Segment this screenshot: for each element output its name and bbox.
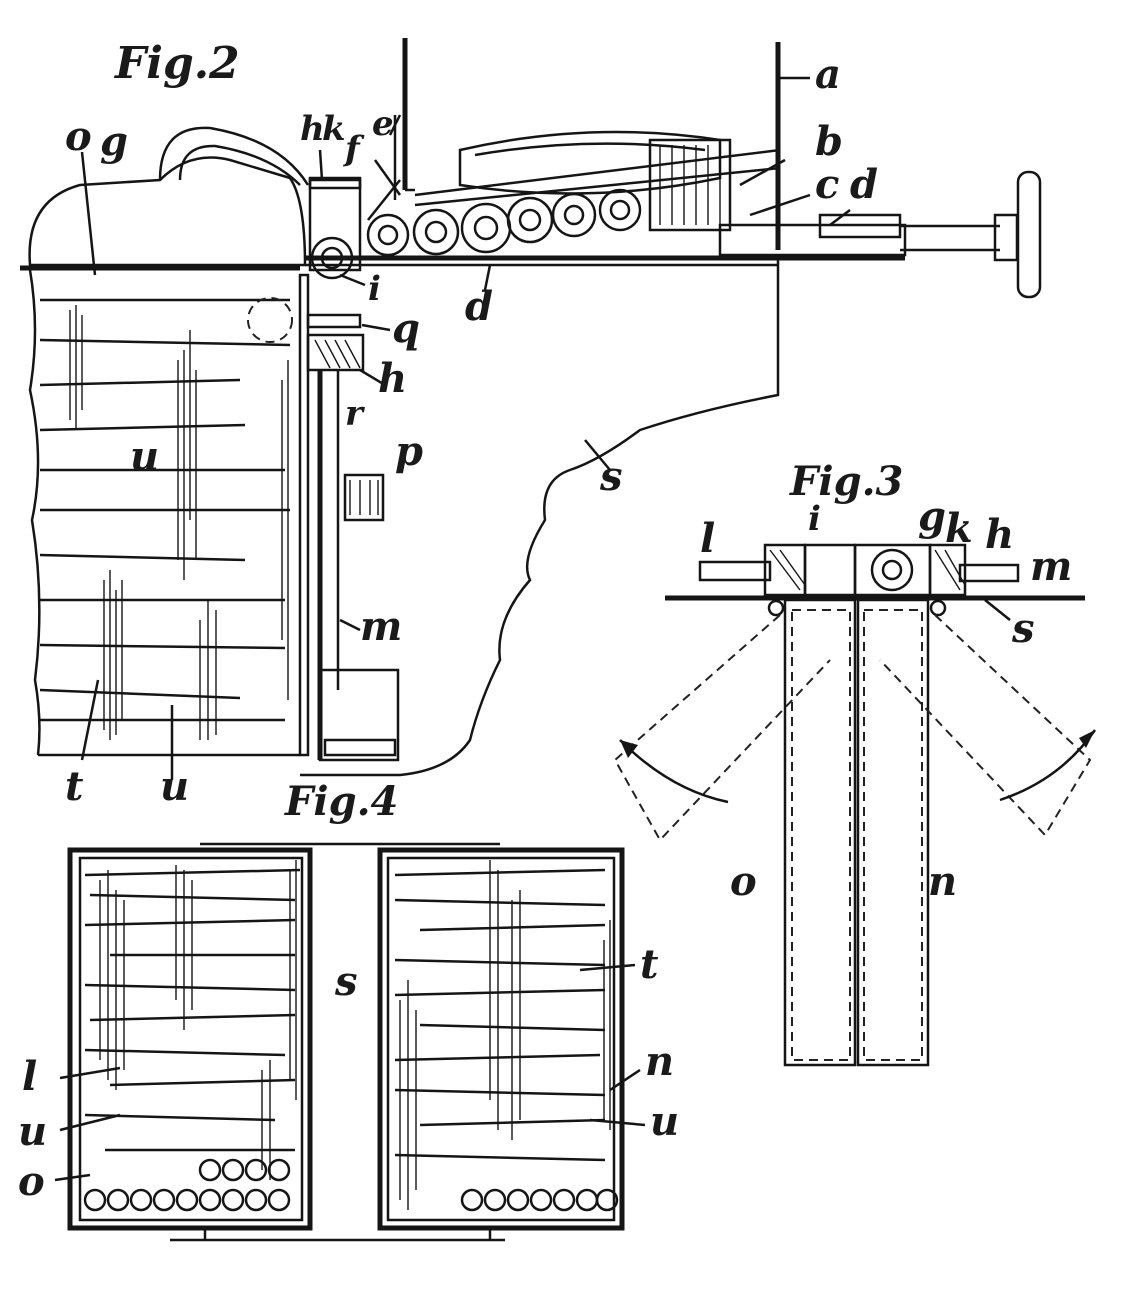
label-d-lower: d: [465, 283, 493, 330]
figure-2: [20, 38, 1042, 780]
label-u-fig4-right: u: [650, 1098, 679, 1145]
label-c: c: [815, 161, 839, 208]
label-s-fig2: s: [599, 453, 623, 500]
label-u-fig2-upper: u: [130, 433, 159, 480]
label-s-fig4: s: [334, 958, 358, 1005]
label-o-fig2: o: [65, 113, 92, 160]
label-o-fig3: o: [730, 858, 757, 905]
label-g-fig2: g: [100, 118, 128, 165]
label-n-fig3: n: [928, 858, 957, 905]
label-u-fig2-lower: u: [160, 763, 189, 810]
label-h-fig2-top: h: [300, 109, 325, 149]
label-l-fig3: l: [700, 515, 715, 562]
label-e: e: [372, 104, 394, 144]
label-m-fig2: m: [360, 603, 402, 650]
fig4-right-lines: [394, 860, 611, 1210]
label-t-fig2: t: [65, 763, 84, 810]
label-r: r: [345, 394, 365, 434]
label-o-fig4: o: [18, 1158, 45, 1205]
label-u-fig4-left: u: [18, 1108, 47, 1155]
coin-rolls: [366, 188, 642, 257]
fig4-left-coins: [83, 1158, 291, 1212]
figure-titles: Fig.2 Fig.3 Fig.4: [113, 38, 903, 825]
label-h-fig3: h: [985, 511, 1014, 558]
fig4-left-lines: [84, 860, 301, 1180]
figure-3: [613, 543, 1097, 1067]
label-k-fig2: k: [322, 109, 346, 149]
label-s-fig3: s: [1011, 605, 1035, 652]
label-k-fig3: k: [945, 505, 973, 552]
figure-4: [54, 842, 646, 1242]
label-a: a: [815, 51, 841, 98]
fig2-title: Fig.2: [113, 38, 240, 89]
label-d-top: d: [850, 161, 878, 208]
label-i-fig2: i: [368, 269, 381, 309]
label-b: b: [815, 118, 843, 165]
label-t-fig4: t: [640, 941, 659, 988]
label-q-fig2: q: [392, 305, 420, 352]
label-m-fig3: m: [1030, 543, 1072, 590]
fig4-right-coins: [460, 1188, 619, 1212]
fig4-title: Fig.4: [284, 778, 398, 825]
label-p: p: [395, 428, 423, 475]
label-f: f: [343, 129, 365, 169]
label-l-fig4: l: [22, 1053, 37, 1100]
reference-letters: o g h k f e a b c d d i q h r p s u m t …: [18, 51, 1072, 1205]
fig3-title: Fig.3: [789, 458, 903, 505]
label-h-fig2-lower: h: [378, 355, 407, 402]
label-i-fig3: i: [808, 499, 821, 539]
fig2-wrap-lines: [39, 298, 291, 722]
label-g-fig3: g: [918, 493, 946, 540]
label-n-fig4: n: [645, 1038, 674, 1085]
fig2-shading: [69, 305, 289, 740]
